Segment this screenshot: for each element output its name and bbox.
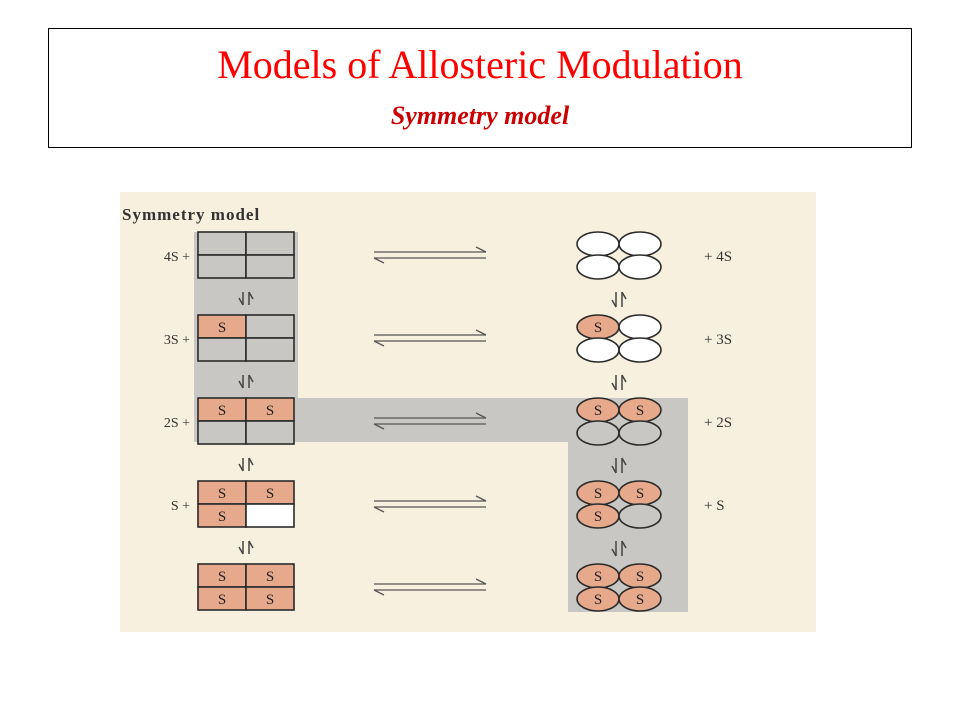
square-subunit [245, 254, 295, 279]
down-arrow-head [238, 380, 244, 389]
site-label: S [218, 320, 226, 336]
backward-arrow-head [373, 340, 385, 347]
up-arrow-head [621, 457, 627, 466]
forward-arrow-head [475, 412, 487, 419]
right-ligand-label: + S [704, 498, 725, 514]
site-label: S [266, 486, 274, 502]
circle-subunit [618, 254, 662, 280]
down-arrow-head [611, 299, 617, 308]
up-arrow-head [621, 540, 627, 549]
square-subunit [197, 420, 247, 445]
site-label: S [594, 509, 602, 525]
site-label: S [218, 509, 226, 525]
middle-shaded-band [298, 398, 568, 442]
up-arrow-head [248, 457, 254, 466]
square-subunit [197, 254, 247, 279]
right-ligand-label: + 2S [704, 415, 732, 431]
down-arrow-head [611, 465, 617, 474]
site-label: S [594, 569, 602, 585]
site-label: S [636, 486, 644, 502]
site-label: S [594, 320, 602, 336]
slide-subtitle: Symmetry model [390, 101, 570, 130]
down-arrow-head [611, 548, 617, 557]
site-label: S [266, 592, 274, 608]
square-subunit [245, 337, 295, 362]
down-arrow-head [238, 546, 244, 555]
slide-title: Models of Allosteric Modulation [217, 42, 743, 87]
square-subunit [245, 586, 295, 611]
backward-arrow-head [373, 257, 385, 264]
up-arrow-head [248, 540, 254, 549]
circle-subunit [576, 420, 620, 446]
site-label: S [218, 592, 226, 608]
up-arrow-head [621, 374, 627, 383]
circle-subunit [618, 503, 662, 529]
forward-arrow-head [475, 329, 487, 336]
forward-arrow-head [475, 246, 487, 253]
square-subunit [245, 420, 295, 445]
circle-subunit [618, 314, 662, 340]
left-ligand-label: 2S + [164, 416, 190, 431]
site-label: S [218, 403, 226, 419]
backward-arrow-head [373, 506, 385, 513]
square-subunit [197, 231, 247, 256]
site-label: S [594, 403, 602, 419]
site-label: S [218, 569, 226, 585]
down-arrow-head [238, 297, 244, 306]
square-subunit [197, 337, 247, 362]
down-arrow-head [611, 382, 617, 391]
up-arrow-head [621, 291, 627, 300]
circle-subunit [576, 337, 620, 363]
circle-subunit [618, 337, 662, 363]
site-label: S [266, 403, 274, 419]
down-arrow-head [238, 463, 244, 472]
title-box: Models of Allosteric Modulation Symmetry… [48, 28, 912, 148]
circle-subunit [576, 254, 620, 280]
up-arrow-head [248, 374, 254, 383]
left-ligand-label: S + [171, 499, 190, 514]
square-subunit [245, 503, 295, 528]
right-ligand-label: + 4S [704, 249, 732, 265]
circle-subunit [618, 420, 662, 446]
forward-arrow-head [475, 578, 487, 585]
backward-arrow-head [373, 589, 385, 596]
left-ligand-label: 4S + [164, 250, 190, 265]
right-ligand-label: + 3S [704, 332, 732, 348]
site-label: S [636, 592, 644, 608]
left-ligand-label: 3S + [164, 333, 190, 348]
up-arrow-head [248, 291, 254, 300]
square-subunit [245, 314, 295, 339]
square-subunit [245, 231, 295, 256]
site-label: S [594, 592, 602, 608]
circle-subunit [618, 231, 662, 257]
circle-subunit [576, 231, 620, 257]
backward-arrow-head [373, 423, 385, 430]
circle-subunit [618, 586, 662, 612]
site-label: S [636, 403, 644, 419]
site-label: S [266, 569, 274, 585]
site-label: S [636, 569, 644, 585]
site-label: S [594, 486, 602, 502]
figure-caption: Symmetry model [122, 205, 260, 224]
site-label: S [218, 486, 226, 502]
forward-arrow-head [475, 495, 487, 502]
